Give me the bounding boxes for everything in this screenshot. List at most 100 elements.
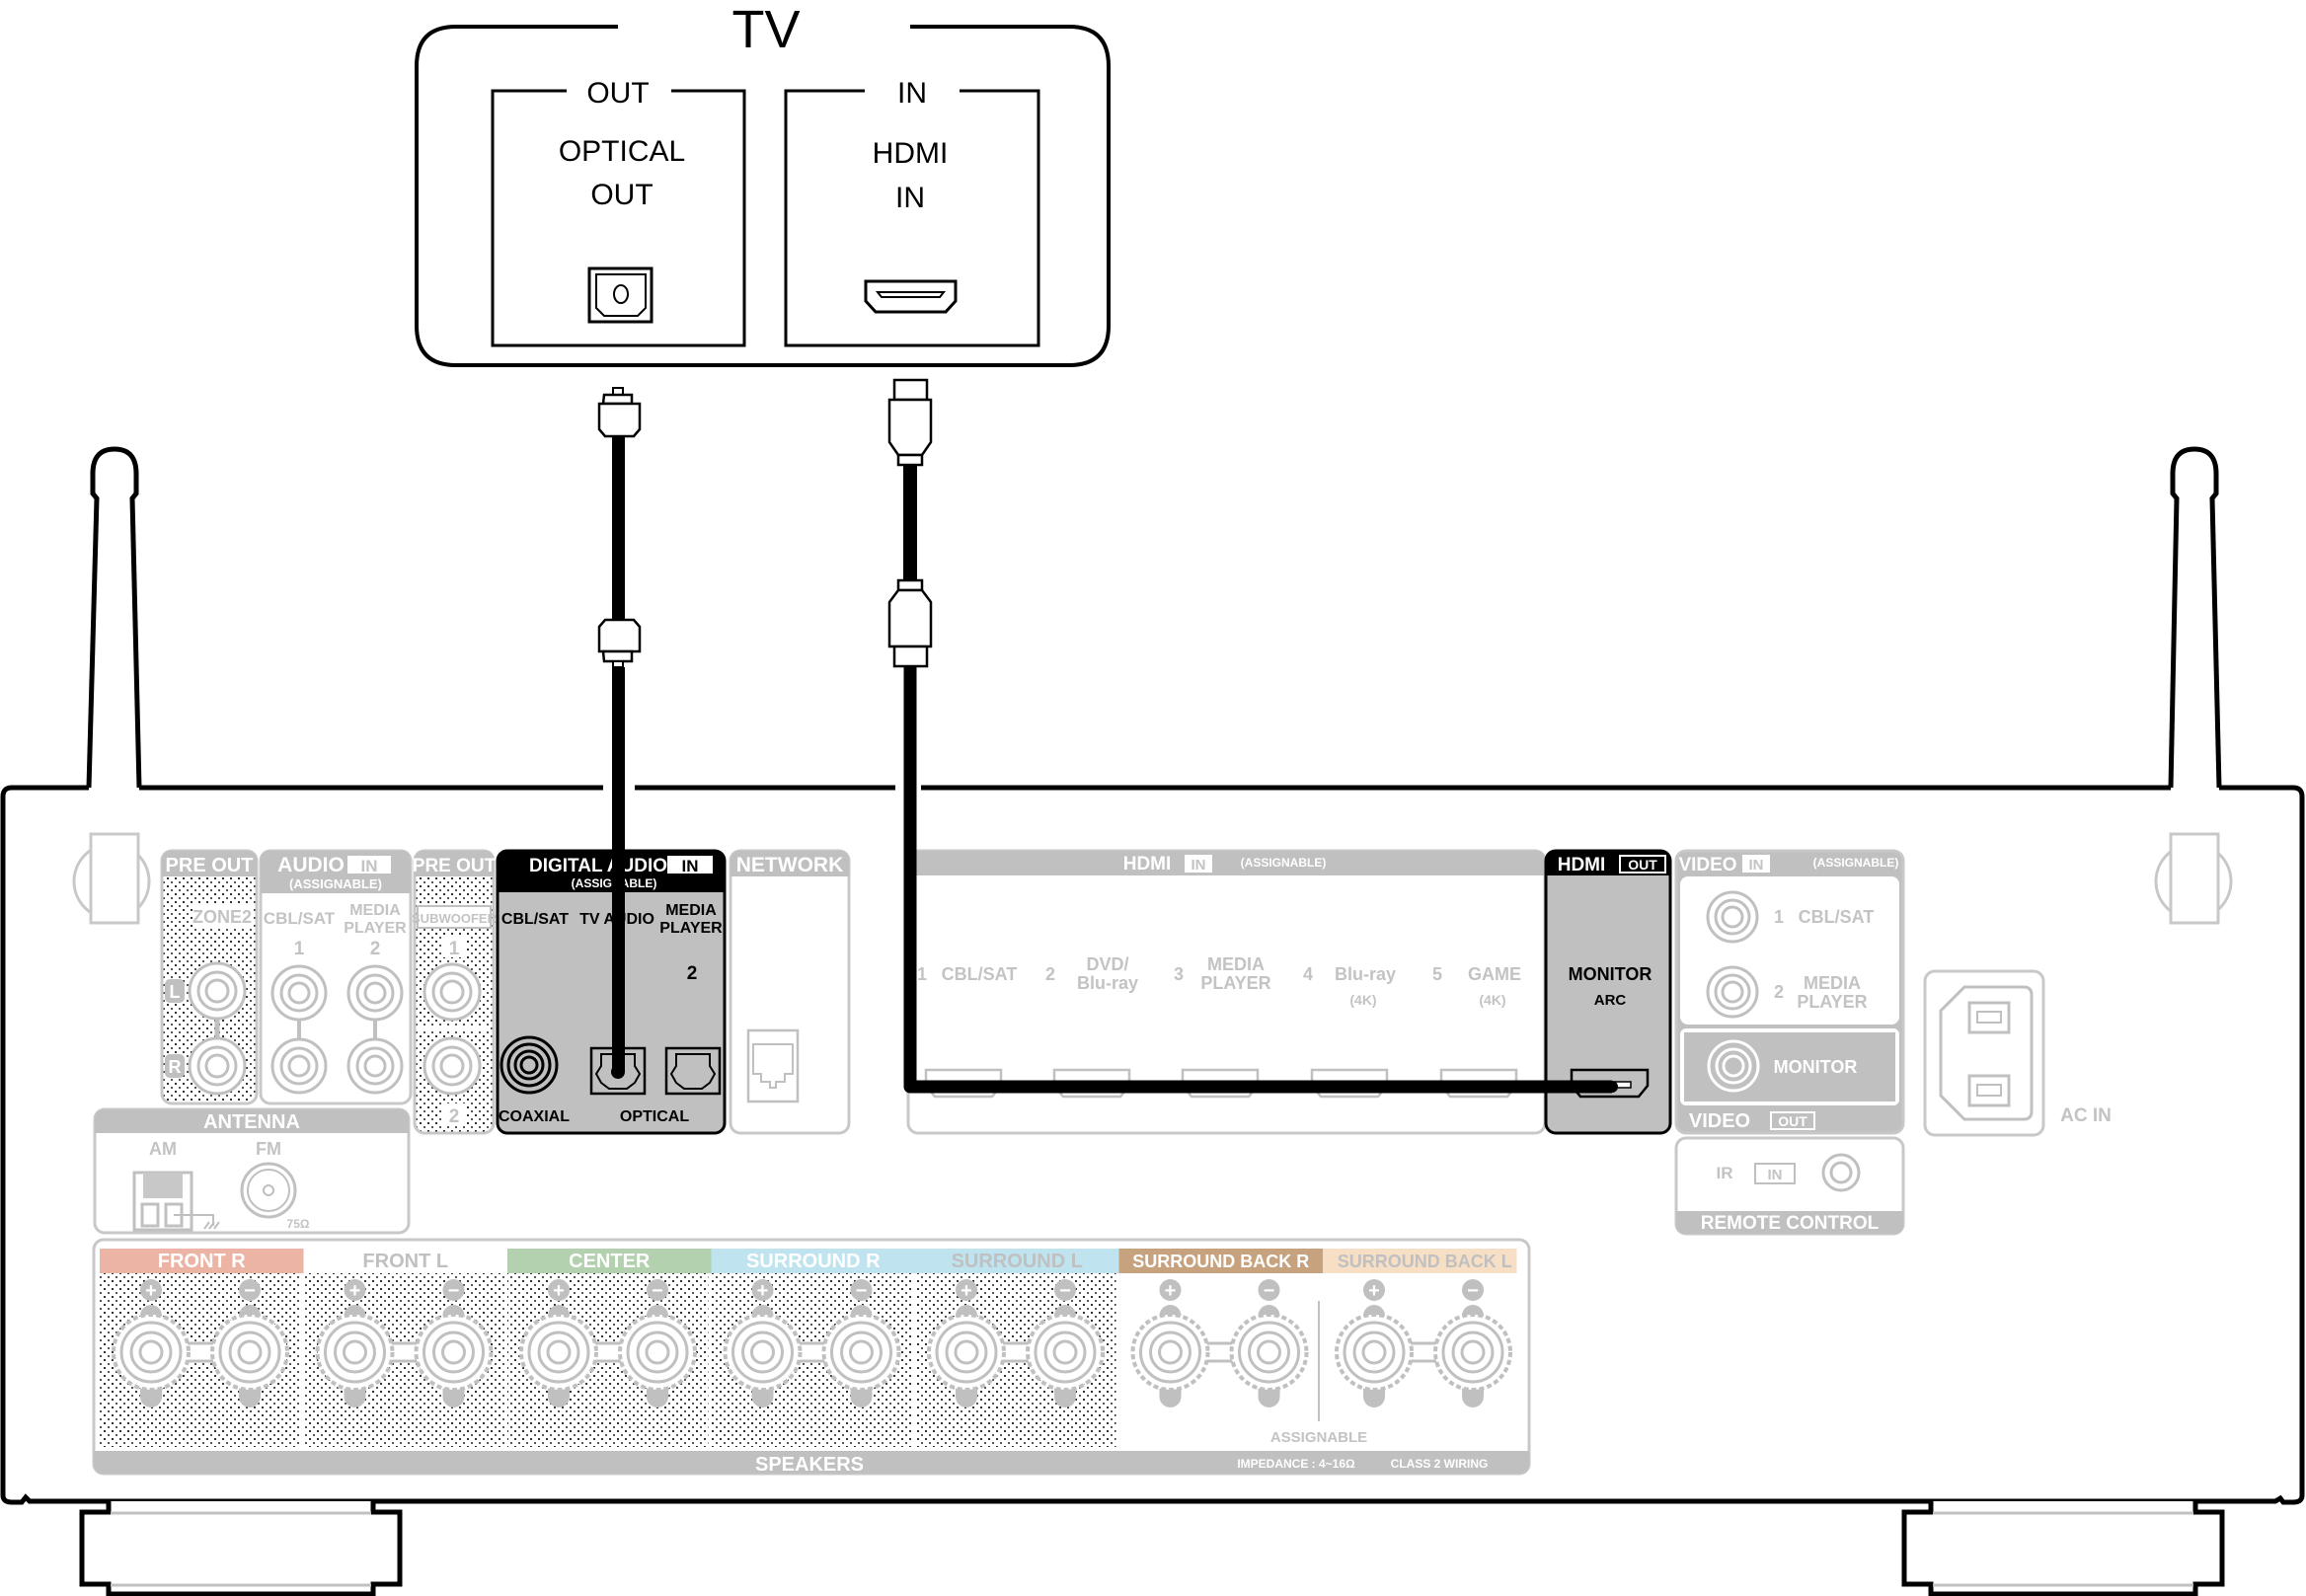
- hdmi-port-icon: [864, 279, 958, 314]
- speaker-channel-surround-back-l: SURROUND BACK L+−: [1323, 1249, 1517, 1407]
- minus-icon: −: [1467, 1280, 1479, 1302]
- audio-in-2-name-1: MEDIA: [349, 902, 401, 919]
- speaker-terminal-minus[interactable]: −: [618, 1279, 697, 1407]
- video-in-2-num: 2: [1774, 982, 1784, 1002]
- speaker-channel-surround-back-r: SURROUND BACK R+−: [1118, 1249, 1323, 1407]
- remote-control-header: REMOTE CONTROL: [1701, 1213, 1880, 1234]
- tv-title: TV: [731, 0, 800, 59]
- video-in-1-name: CBL/SAT: [1799, 907, 1875, 927]
- audio-in-panel: AUDIO IN (ASSIGNABLE) CBL/SAT MEDIA PLAY…: [259, 849, 413, 1105]
- pre-out-zone2-panel: PRE OUT ZONE2 L R: [160, 849, 259, 1105]
- plus-icon: +: [1368, 1280, 1380, 1302]
- tv-out-section: OUT OPTICAL OUT: [491, 77, 746, 347]
- hdmi-in-num: 1: [917, 964, 927, 984]
- speaker-terminal-plus[interactable]: +: [315, 1279, 395, 1407]
- antenna-header: ANTENNA: [203, 1111, 300, 1133]
- speaker-terminal-minus[interactable]: −: [1026, 1279, 1105, 1407]
- speaker-terminal-plus[interactable]: +: [723, 1279, 803, 1407]
- subwoofer-2-num: 2: [449, 1106, 460, 1127]
- audio-in-1-r-jack[interactable]: [270, 1037, 328, 1095]
- plus-icon: +: [553, 1280, 565, 1302]
- subwoofer-2-jack[interactable]: [423, 1036, 482, 1096]
- audio-in-2-r-jack[interactable]: [346, 1037, 404, 1095]
- pre-out-subwoofer-panel: PRE OUT SUBWOOFER 1 2: [412, 849, 498, 1135]
- tv-in-header: IN: [897, 77, 927, 110]
- zone2-l-jack[interactable]: [188, 961, 247, 1021]
- speaker-terminal-plus[interactable]: +: [1130, 1279, 1210, 1407]
- ethernet-port[interactable]: [746, 1028, 800, 1103]
- audio-in-2-l-jack[interactable]: [346, 964, 404, 1022]
- speaker-terminal-minus[interactable]: −: [1229, 1279, 1309, 1407]
- video-in-2-name-1: MEDIA: [1804, 973, 1861, 993]
- speaker-terminal-minus[interactable]: −: [1433, 1279, 1512, 1407]
- foot-right: [1901, 1501, 2225, 1596]
- tv-optical-label: OPTICAL: [559, 135, 685, 168]
- digital-audio-header: DIGITAL AUDIO: [529, 856, 667, 876]
- network-panel: NETWORK: [729, 849, 851, 1135]
- digital-audio-in-panel: DIGITAL AUDIO IN (ASSIGNABLE) CBL/SAT TV…: [496, 849, 727, 1135]
- speaker-terminal-plus[interactable]: +: [519, 1279, 598, 1407]
- tv-hdmi-in-label: IN: [895, 182, 925, 214]
- audio-in-2-name-2: PLAYER: [344, 920, 407, 937]
- zone2-r-label: R: [169, 1057, 182, 1077]
- hdmi-out-arc: ARC: [1594, 992, 1627, 1009]
- ir-in-jack[interactable]: [1821, 1153, 1861, 1192]
- tv-out-header: OUT: [586, 77, 649, 110]
- speakers-footer: SPEAKERS: [755, 1454, 864, 1476]
- subwoofer-1-jack[interactable]: [423, 962, 482, 1022]
- antenna-left: [72, 446, 151, 925]
- speaker-terminal-minus[interactable]: −: [210, 1279, 289, 1407]
- hdmi-out-monitor: MONITOR: [1569, 964, 1653, 984]
- hdmi-in-num: 3: [1174, 964, 1184, 984]
- hdmi-in-name-line2: PLAYER: [1200, 973, 1270, 993]
- fm-terminal[interactable]: [240, 1162, 297, 1219]
- video-out-monitor-label: MONITOR: [1774, 1057, 1858, 1077]
- antenna-right: [2154, 446, 2233, 925]
- video-in-1-num: 1: [1774, 907, 1784, 927]
- zone2-r-jack[interactable]: [188, 1036, 247, 1096]
- video-out-header: VIDEO: [1689, 1110, 1750, 1132]
- hdmi-in-num: 4: [1303, 964, 1313, 984]
- speakers-assignable: ASSIGNABLE: [1270, 1429, 1367, 1446]
- ir-in-badge: IN: [1768, 1167, 1783, 1183]
- speaker-terminal-minus[interactable]: −: [821, 1279, 901, 1407]
- foot-left: [79, 1501, 403, 1596]
- optical-cable: [597, 387, 642, 1079]
- hdmi-in-note: (4K): [1479, 992, 1505, 1008]
- speaker-terminal-plus[interactable]: +: [927, 1279, 1006, 1407]
- plus-icon: +: [1165, 1280, 1177, 1302]
- hdmi-in-badge: IN: [1191, 857, 1206, 874]
- speaker-header-label: SURROUND L: [952, 1251, 1083, 1272]
- speaker-header-bg: [303, 1249, 507, 1273]
- speaker-terminal-plus[interactable]: +: [112, 1279, 191, 1407]
- optical-media-player-jack[interactable]: [664, 1046, 722, 1096]
- speaker-header-label: FRONT L: [362, 1251, 448, 1272]
- hdmi-in-name-line2: Blu-ray: [1077, 973, 1138, 993]
- audio-in-badge: IN: [361, 857, 378, 875]
- speaker-channel-front-r: FRONT R+−: [100, 1249, 304, 1447]
- hdmi-cable: [887, 378, 1618, 1094]
- hdmi-in-name-line1: MEDIA: [1207, 954, 1265, 974]
- speaker-terminal-minus[interactable]: −: [414, 1279, 494, 1407]
- audio-in-1-l-jack[interactable]: [270, 964, 328, 1022]
- speaker-terminal-plus[interactable]: +: [1335, 1279, 1414, 1407]
- speaker-header-bg: [1118, 1249, 1323, 1273]
- video-in-1-jack[interactable]: [1706, 890, 1759, 944]
- network-header: NETWORK: [736, 854, 844, 876]
- video-in-2-jack[interactable]: [1706, 965, 1759, 1019]
- coaxial-jack[interactable]: [500, 1035, 559, 1095]
- am-label: AM: [149, 1139, 177, 1159]
- digital-col-media-num: 2: [687, 963, 698, 984]
- speaker-header-bg: [100, 1249, 304, 1273]
- speaker-channel-front-l: FRONT L +−: [303, 1249, 507, 1447]
- video-out-monitor-jack[interactable]: [1707, 1039, 1760, 1093]
- fm-impedance: 75Ω: [287, 1217, 310, 1231]
- speaker-header-bg: [711, 1249, 915, 1273]
- hdmi-in-name-line1: DVD/: [1086, 954, 1128, 974]
- am-terminal[interactable]: [132, 1171, 220, 1232]
- speaker-header-label: CENTER: [569, 1251, 651, 1272]
- ac-in-inlet[interactable]: [1923, 969, 2045, 1137]
- plus-icon: +: [145, 1280, 157, 1302]
- remote-control-panel: REMOTE CONTROL IR IN: [1674, 1136, 1905, 1236]
